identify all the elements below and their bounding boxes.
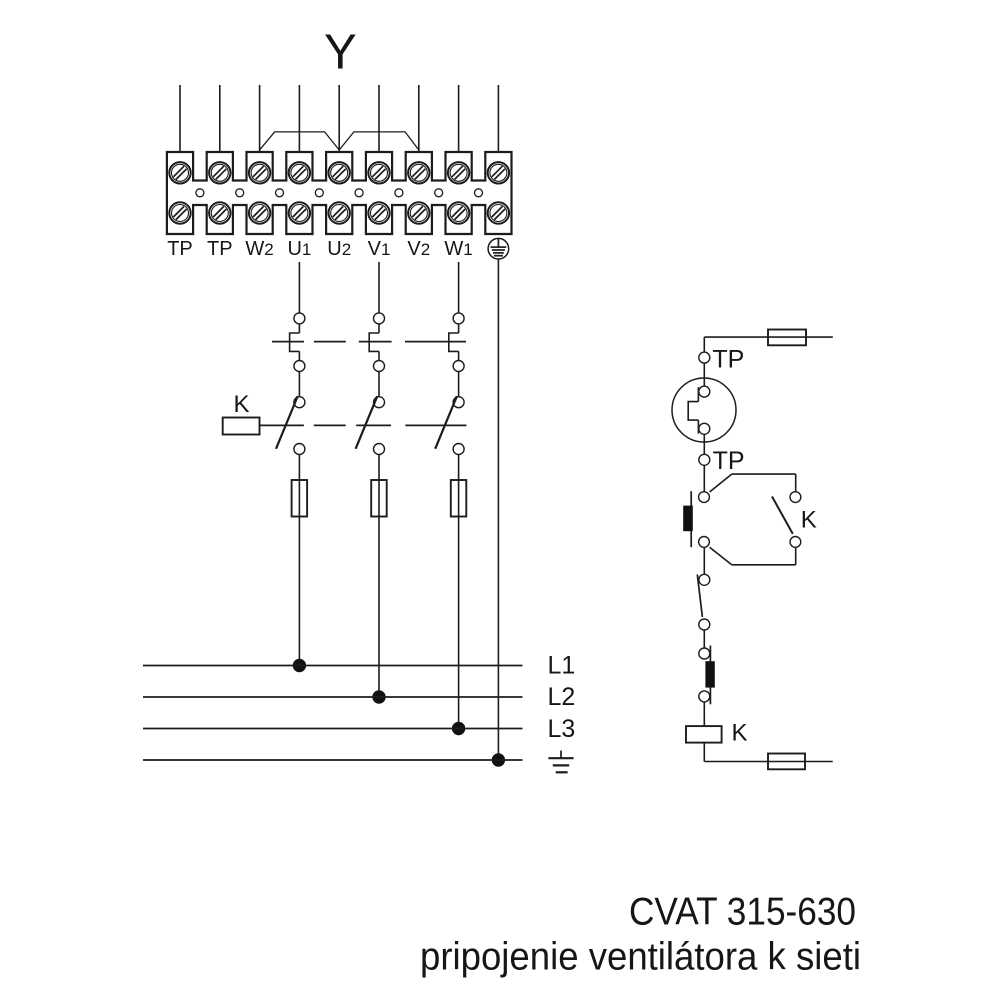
svg-text:TP: TP <box>713 447 745 475</box>
svg-text:TP: TP <box>167 238 193 260</box>
svg-text:U2: U2 <box>327 238 351 260</box>
svg-text:K: K <box>233 391 249 418</box>
svg-text:K: K <box>801 506 817 533</box>
svg-text:W1: W1 <box>444 238 472 260</box>
svg-text:V2: V2 <box>407 238 430 260</box>
svg-text:W2: W2 <box>245 238 273 260</box>
svg-text:TP: TP <box>207 238 233 260</box>
svg-text:V1: V1 <box>368 238 391 260</box>
svg-text:TP: TP <box>712 345 744 373</box>
svg-text:Y: Y <box>324 26 357 80</box>
svg-text:K: K <box>732 720 748 747</box>
svg-text:L1: L1 <box>548 652 576 680</box>
svg-text:CVAT 315-630: CVAT 315-630 <box>629 891 856 934</box>
svg-text:L2: L2 <box>548 683 576 711</box>
svg-text:L3: L3 <box>548 715 576 743</box>
svg-text:pripojenie ventilátora k sieti: pripojenie ventilátora k sieti <box>420 936 861 979</box>
svg-text:U1: U1 <box>287 238 311 260</box>
